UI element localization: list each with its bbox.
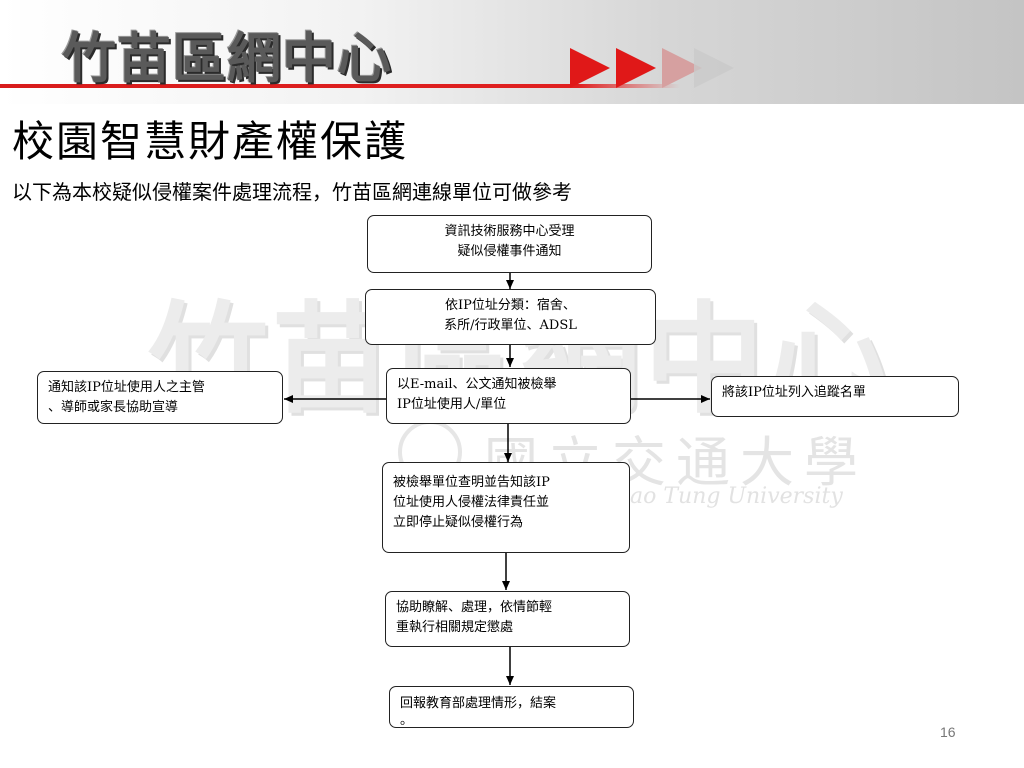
header-logo: 竹苗區網中心 bbox=[62, 27, 392, 90]
flow-step-text: 協助瞭解、處理，依情節輕 bbox=[396, 600, 553, 615]
flow-step-text: 被檢舉單位查明並告知該IP bbox=[393, 475, 550, 490]
flow-step-text: 位址使用人侵權法律責任並 bbox=[393, 495, 550, 510]
watermark-university-en: ao Tung University bbox=[630, 484, 843, 509]
flow-step-text: 以E-mail、公文通知被檢舉 bbox=[397, 377, 557, 392]
flow-step-text: 立即停止疑似侵權行為 bbox=[393, 515, 524, 530]
arrow-shape bbox=[662, 48, 702, 88]
flow-step-receive: 資訊技術服務中心受理 疑似侵權事件通知 bbox=[367, 215, 652, 273]
flow-step-text: 、導師或家長協助宣導 bbox=[48, 400, 179, 415]
flow-step-classify: 依IP位址分類：宿舍、 系所/行政單位、ADSL bbox=[365, 289, 656, 345]
flow-step-text: 通知該IP位址使用人之主管 bbox=[48, 380, 205, 395]
flow-step-discipline: 協助瞭解、處理，依情節輕 重執行相關規定懲處 bbox=[385, 591, 630, 647]
arrow-shape bbox=[570, 48, 610, 88]
arrow-shape bbox=[694, 48, 734, 88]
flow-step-text: 疑似侵權事件通知 bbox=[457, 244, 562, 259]
flow-step-notify: 以E-mail、公文通知被檢舉 IP位址使用人/單位 bbox=[386, 368, 631, 424]
header-arrows-icon bbox=[570, 48, 734, 88]
flow-note-supervisor: 通知該IP位址使用人之主管 、導師或家長協助宣導 bbox=[37, 371, 283, 424]
flow-step-text: 。 bbox=[400, 713, 414, 728]
slide-subtitle: 以下為本校疑似侵權案件處理流程，竹苗區網連線單位可做參考 bbox=[12, 180, 572, 204]
flow-step-text: IP位址使用人/單位 bbox=[397, 397, 507, 412]
flow-step-text: 回報教育部處理情形，結案 bbox=[400, 696, 557, 711]
slide-title: 校園智慧財產權保護 bbox=[12, 117, 409, 166]
page-number: 16 bbox=[940, 724, 956, 740]
flow-step-investigate: 被檢舉單位查明並告知該IP 位址使用人侵權法律責任並 立即停止疑似侵權行為 bbox=[382, 462, 630, 553]
arrow-shape bbox=[616, 48, 656, 88]
flow-step-report: 回報教育部處理情形，結案 。 bbox=[389, 686, 634, 728]
flow-step-text: 將該IP位址列入追蹤名單 bbox=[722, 385, 866, 400]
flow-step-text: 重執行相關規定懲處 bbox=[396, 620, 514, 635]
flow-step-text: 系所/行政單位、ADSL bbox=[444, 318, 577, 333]
flow-note-tracking: 將該IP位址列入追蹤名單 bbox=[711, 376, 959, 417]
header-accent-line bbox=[0, 84, 680, 88]
flow-step-text: 依IP位址分類：宿舍、 bbox=[445, 298, 576, 313]
flow-step-text: 資訊技術服務中心受理 bbox=[444, 224, 575, 239]
